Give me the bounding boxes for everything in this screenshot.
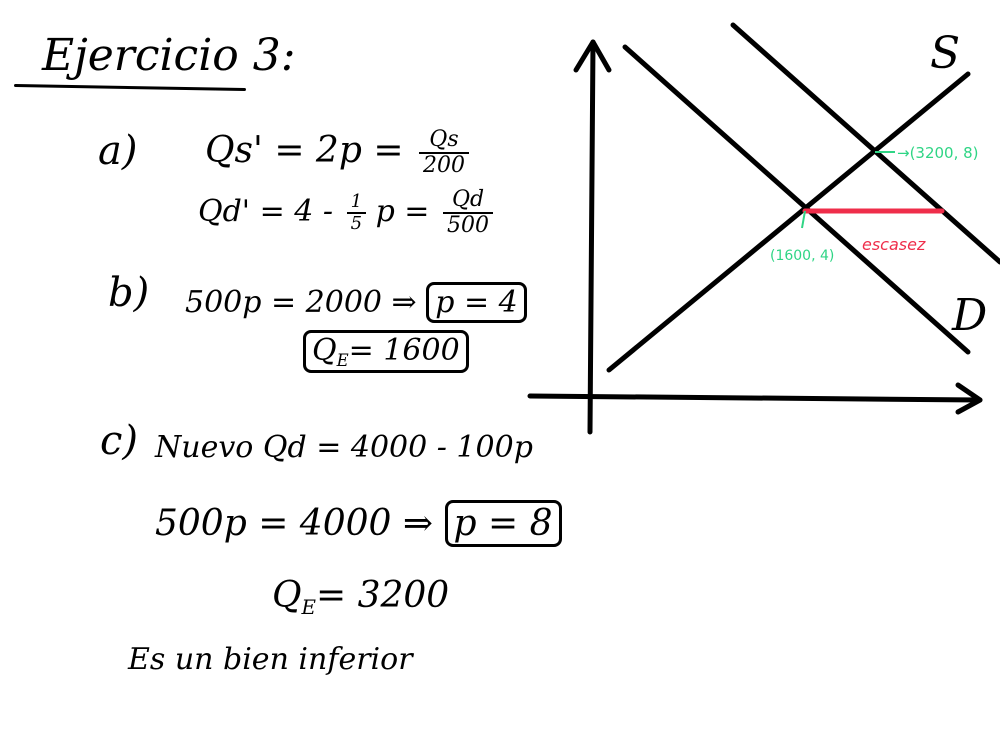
part-b-eq: 500p = 2000 ⇒ — [185, 285, 417, 320]
demand-fraction-den: 500 — [447, 213, 489, 238]
part-c-q: Q — [272, 575, 302, 616]
demand-coef-num: 1 — [346, 192, 367, 214]
part-c-quantity: QE= 3200 — [272, 575, 449, 619]
page-title: Ejercicio 3: — [42, 30, 296, 81]
part-c-eq: 500p = 4000 ⇒ — [155, 503, 434, 544]
demand-fraction-num: Qd — [443, 188, 493, 214]
supply-equation: Qs' = 2p = Qs 200 — [205, 128, 469, 178]
part-c-price-box: p = 8 — [444, 500, 562, 547]
demand-coef-fraction: 1 5 — [346, 192, 367, 234]
part-b-price-box: p = 4 — [426, 282, 527, 323]
demand-equation-mid: p = — [375, 194, 430, 229]
original-equilibrium-label: (1600, 4) — [770, 248, 834, 264]
part-b-label: b) — [108, 270, 150, 316]
demand-curve-new — [730, 22, 1000, 265]
new-equilibrium-label: →(3200, 8) — [897, 144, 979, 162]
x-axis — [527, 393, 983, 403]
demand-fraction: Qd 500 — [443, 188, 493, 238]
part-b-q-value: = 1600 — [348, 333, 460, 368]
demand-equation: Qd' = 4 - 1 5 p = Qd 500 — [198, 188, 493, 238]
part-b-equation: 500p = 2000 ⇒ p = 4 — [185, 282, 527, 323]
y-axis-arrow — [573, 39, 612, 73]
part-c-equation: 500p = 4000 ⇒ p = 8 — [155, 500, 562, 547]
part-c-q-sub: E — [301, 595, 316, 619]
x-axis-arrow — [955, 382, 983, 415]
equilibrium-tick — [801, 210, 806, 229]
supply-fraction-num: Qs — [418, 128, 469, 154]
conclusion-text: Es un bien inferior — [128, 642, 413, 677]
part-c-label: c) — [100, 418, 139, 464]
demand-coef-den: 5 — [350, 213, 363, 234]
supply-equation-lhs: Qs' = 2p = — [205, 130, 404, 171]
supply-label: S — [930, 28, 960, 79]
shortage-label: escasez — [862, 235, 926, 254]
part-a-label: a) — [98, 128, 138, 174]
supply-fraction: Qs 200 — [418, 128, 469, 178]
y-axis — [587, 39, 596, 435]
demand-equation-lhs: Qd' = 4 - — [198, 194, 334, 229]
part-c-q-value: = 3200 — [315, 575, 450, 616]
supply-curve — [606, 71, 971, 373]
part-b-q: Q — [312, 333, 337, 368]
demand-curve-original — [622, 44, 971, 355]
part-b-quantity-box: QE= 1600 — [303, 330, 469, 373]
supply-fraction-den: 200 — [422, 153, 465, 178]
part-b-q-sub: E — [336, 350, 349, 370]
demand-label: D — [951, 290, 987, 341]
part-b-quantity: QE= 1600 — [303, 330, 469, 373]
part-c-new-demand: Nuevo Qd = 4000 - 100p — [155, 430, 533, 465]
